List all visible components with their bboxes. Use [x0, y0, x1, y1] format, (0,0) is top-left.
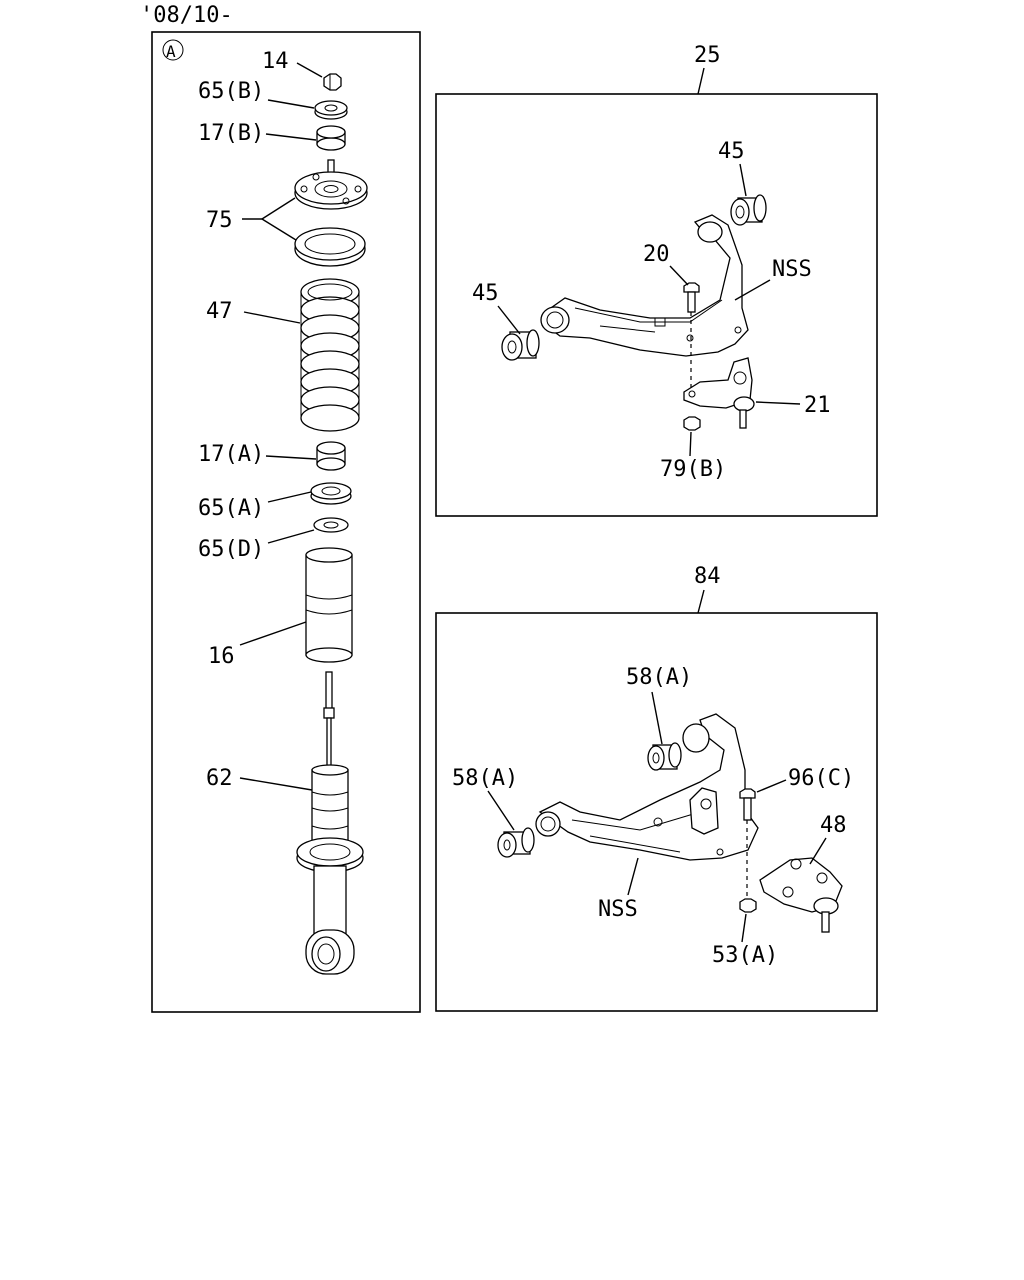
- label-58a-left: 58(A): [452, 766, 518, 791]
- leader-17a: [265, 455, 317, 460]
- leader-53a: [741, 913, 747, 943]
- part-79b-nut: [683, 416, 701, 431]
- label-45-top: 45: [718, 139, 745, 164]
- label-96c: 96(C): [788, 766, 854, 791]
- part-96c-bolt: [739, 788, 756, 821]
- part-53a-nut: [739, 898, 757, 913]
- leader-48: [809, 837, 827, 865]
- part-17a-bushing: [316, 441, 346, 471]
- part-75-upper-mount: [294, 159, 368, 267]
- leader-nss-upper: [734, 279, 771, 301]
- leader-65a: [267, 491, 312, 503]
- label-14: 14: [262, 49, 289, 74]
- leader-58a-left: [487, 790, 515, 831]
- label-17a: 17(A): [198, 442, 264, 467]
- leader-58a-top: [651, 691, 663, 745]
- panel-a-marker-circle: [162, 39, 184, 61]
- leader-65d: [267, 529, 315, 544]
- leader-16: [239, 621, 307, 646]
- leader-79b: [689, 431, 692, 457]
- label-17b: 17(B): [198, 121, 264, 146]
- label-65a: 65(A): [198, 496, 264, 521]
- callout-84: 84: [694, 564, 721, 589]
- label-45-left: 45: [472, 281, 499, 306]
- part-14-nut: [323, 73, 342, 91]
- part-21-ball-joint: [683, 357, 755, 429]
- callout-84-leader: [697, 589, 705, 614]
- label-53a: 53(A): [712, 943, 778, 968]
- label-16: 16: [208, 644, 235, 669]
- panel-lower-arm-frame: [435, 612, 878, 1012]
- part-lower-arm-nss: [535, 713, 759, 861]
- part-45-bushing-left: [501, 329, 540, 361]
- part-upper-arm-nss: [540, 214, 749, 357]
- label-nss-lower: NSS: [598, 897, 638, 922]
- label-79b: 79(B): [660, 457, 726, 482]
- leader-nss-lower: [627, 857, 639, 896]
- panel-upper-arm-frame: [435, 93, 878, 517]
- leader-62: [239, 777, 313, 791]
- label-nss-upper: NSS: [772, 257, 812, 282]
- label-48: 48: [820, 813, 847, 838]
- leader-75-upper: [261, 197, 296, 220]
- label-75: 75: [206, 208, 233, 233]
- leader-14: [296, 62, 323, 78]
- leader-45-top: [739, 163, 747, 197]
- leader-21: [755, 401, 801, 405]
- part-58a-bushing-left: [497, 827, 535, 858]
- part-58a-bushing-top: [647, 742, 682, 771]
- callout-25-leader: [697, 67, 705, 95]
- part-65d-washer: [313, 517, 349, 533]
- part-20-bolt: [683, 282, 700, 313]
- part-48-ball-joint: [759, 857, 843, 933]
- leader-45-left: [497, 305, 521, 335]
- callout-25: 25: [694, 43, 721, 68]
- label-58a-top: 58(A): [626, 665, 692, 690]
- part-62-shock-absorber: [296, 671, 364, 975]
- date-code: '08/10-: [140, 3, 233, 28]
- part-45-bushing-top: [730, 194, 767, 226]
- part-65a-washer: [310, 482, 352, 505]
- part-65b-washer: [314, 100, 348, 120]
- label-47: 47: [206, 299, 233, 324]
- label-21: 21: [804, 393, 831, 418]
- label-62: 62: [206, 766, 233, 791]
- part-16-bump-stop: [305, 547, 353, 663]
- label-65b: 65(B): [198, 79, 264, 104]
- panel-a-marker: A: [166, 42, 176, 61]
- leader-75-lower: [261, 218, 297, 241]
- part-47-coil-spring: [300, 278, 360, 432]
- panel-a-frame: [151, 31, 421, 1013]
- leader-20: [669, 265, 689, 286]
- leader-17b: [265, 133, 317, 141]
- part-17b-bushing: [316, 125, 346, 151]
- label-65d: 65(D): [198, 537, 264, 562]
- leader-47: [243, 311, 301, 324]
- label-20: 20: [643, 242, 670, 267]
- leader-96c: [756, 779, 787, 793]
- leader-65b: [267, 99, 315, 109]
